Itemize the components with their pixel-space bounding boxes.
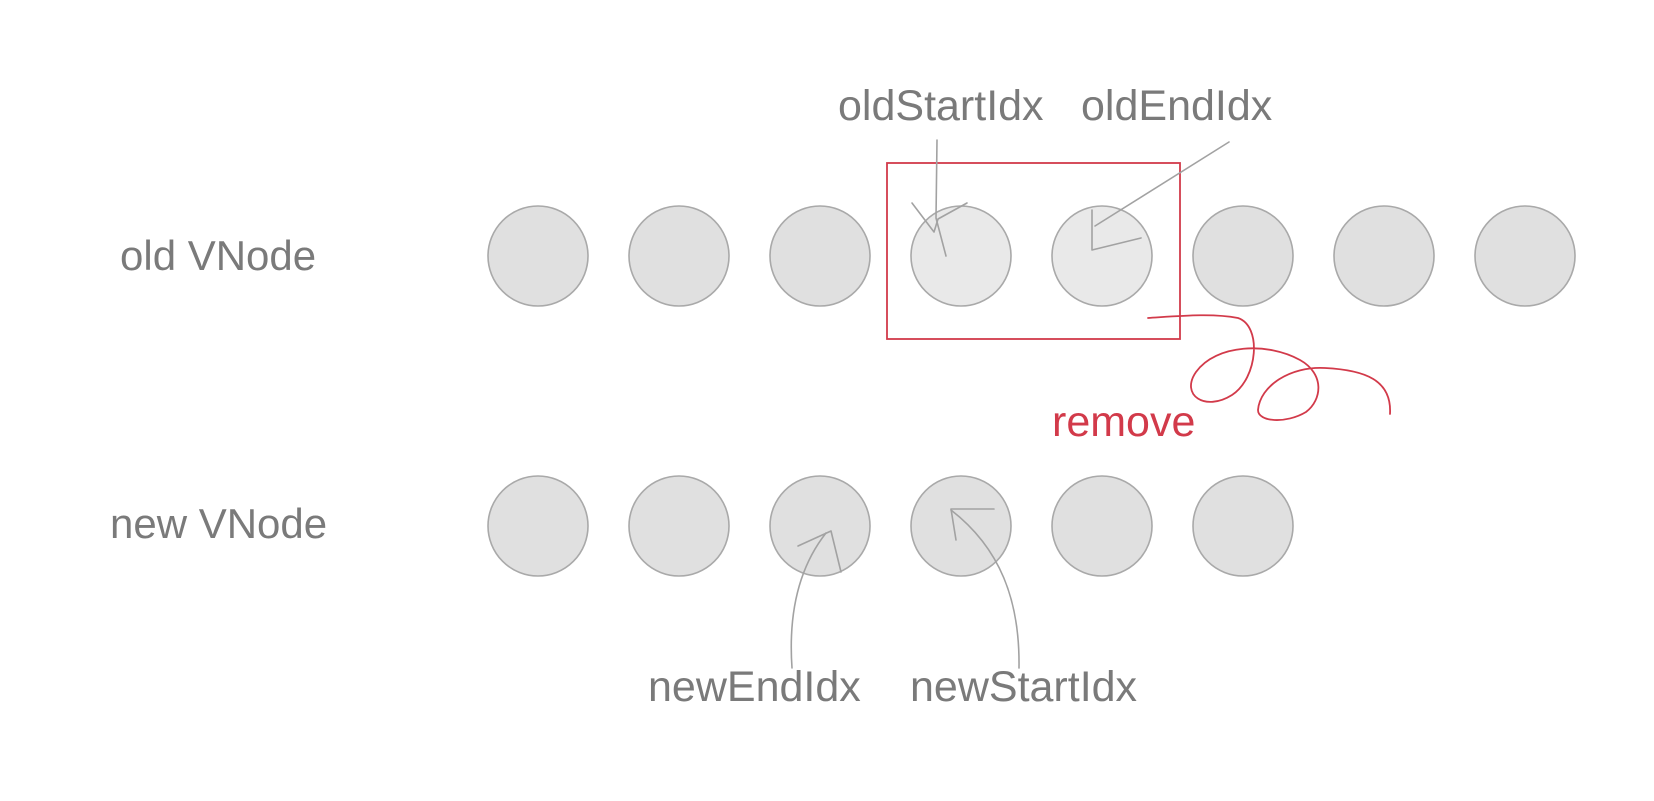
new-end-idx-label: newEndIdx <box>648 663 861 711</box>
new-start-idx-arrow <box>950 508 1020 669</box>
new-vnode-node <box>1051 475 1153 577</box>
old-vnode-node <box>1192 205 1294 307</box>
old-vnode-node <box>769 205 871 307</box>
old-vnode-row <box>487 205 1576 307</box>
remove-range-box <box>886 162 1181 340</box>
new-vnode-node <box>487 475 589 577</box>
new-vnode-node <box>628 475 730 577</box>
old-vnode-label: old VNode <box>120 232 316 279</box>
old-vnode-node <box>1474 205 1576 307</box>
old-start-idx-arrow <box>911 139 968 257</box>
old-start-idx-label: oldStartIdx <box>838 82 1044 130</box>
new-end-idx-arrow <box>790 530 842 669</box>
remove-scribble <box>1147 314 1391 421</box>
old-end-idx-arrow <box>1091 141 1230 251</box>
old-end-idx-label: oldEndIdx <box>1081 82 1273 130</box>
new-start-idx-label: newStartIdx <box>910 663 1138 711</box>
old-vnode-node <box>1333 205 1435 307</box>
new-vnode-label: new VNode <box>110 500 327 547</box>
new-vnode-node <box>769 475 871 577</box>
old-vnode-node-selected <box>1051 205 1153 307</box>
new-vnode-row <box>487 475 1294 577</box>
new-vnode-node <box>910 475 1012 577</box>
old-vnode-node <box>487 205 589 307</box>
new-vnode-node <box>1192 475 1294 577</box>
old-vnode-node <box>628 205 730 307</box>
remove-label: remove <box>1052 398 1195 446</box>
